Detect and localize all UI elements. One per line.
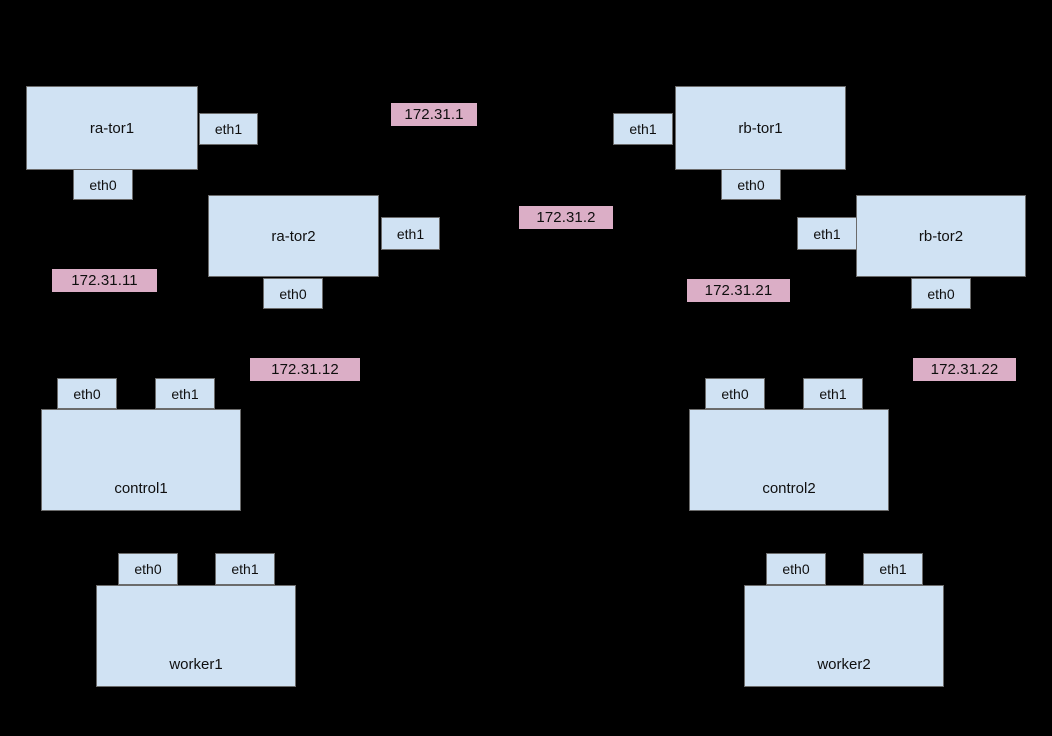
interface-worker1-eth1[interactable]: eth1: [215, 553, 275, 585]
node-label: worker1: [169, 656, 223, 673]
interface-worker1-eth0[interactable]: eth0: [118, 553, 178, 585]
node-label: rb-tor1: [738, 119, 783, 137]
network-label-net-172-31-2[interactable]: 172.31.2: [519, 206, 613, 229]
node-label: control2: [762, 480, 816, 497]
interface-control1-eth1[interactable]: eth1: [155, 378, 215, 409]
interface-worker2-eth0[interactable]: eth0: [766, 553, 826, 585]
interface-rb-tor1-eth1[interactable]: eth1: [613, 113, 673, 145]
network-label-net-172-31-22[interactable]: 172.31.22: [913, 358, 1016, 381]
interface-control2-eth0[interactable]: eth0: [705, 378, 765, 409]
interface-rb-tor2-eth1[interactable]: eth1: [797, 217, 857, 250]
interface-worker2-eth1[interactable]: eth1: [863, 553, 923, 585]
node-label: ra-tor1: [89, 119, 135, 137]
interface-rb-tor2-eth0[interactable]: eth0: [911, 278, 971, 309]
node-worker2[interactable]: worker2: [744, 585, 944, 687]
node-ra-tor2[interactable]: ra-tor2: [208, 195, 379, 277]
node-ra-tor1[interactable]: ra-tor1: [26, 86, 198, 170]
interface-ra-tor2-eth1[interactable]: eth1: [381, 217, 440, 250]
interface-ra-tor1-eth0[interactable]: eth0: [73, 169, 133, 200]
interface-control2-eth1[interactable]: eth1: [803, 378, 863, 409]
node-control2[interactable]: control2: [689, 409, 889, 511]
node-label: ra-tor2: [271, 227, 316, 245]
interface-ra-tor2-eth0[interactable]: eth0: [263, 278, 323, 309]
node-label: rb-tor2: [918, 227, 964, 245]
network-label-net-172-31-12[interactable]: 172.31.12: [250, 358, 360, 381]
network-label-net-172-31-21[interactable]: 172.31.21: [687, 279, 790, 302]
network-label-net-172-31-11[interactable]: 172.31.11: [52, 269, 157, 292]
node-label: control1: [114, 480, 168, 497]
node-control1[interactable]: control1: [41, 409, 241, 511]
interface-ra-tor1-eth1[interactable]: eth1: [199, 113, 258, 145]
node-rb-tor2[interactable]: rb-tor2: [856, 195, 1026, 277]
network-label-net-172-31-1[interactable]: 172.31.1: [391, 103, 477, 126]
node-rb-tor1[interactable]: rb-tor1: [675, 86, 846, 170]
interface-rb-tor1-eth0[interactable]: eth0: [721, 169, 781, 200]
interface-control1-eth0[interactable]: eth0: [57, 378, 117, 409]
node-label: worker2: [817, 656, 871, 673]
node-worker1[interactable]: worker1: [96, 585, 296, 687]
